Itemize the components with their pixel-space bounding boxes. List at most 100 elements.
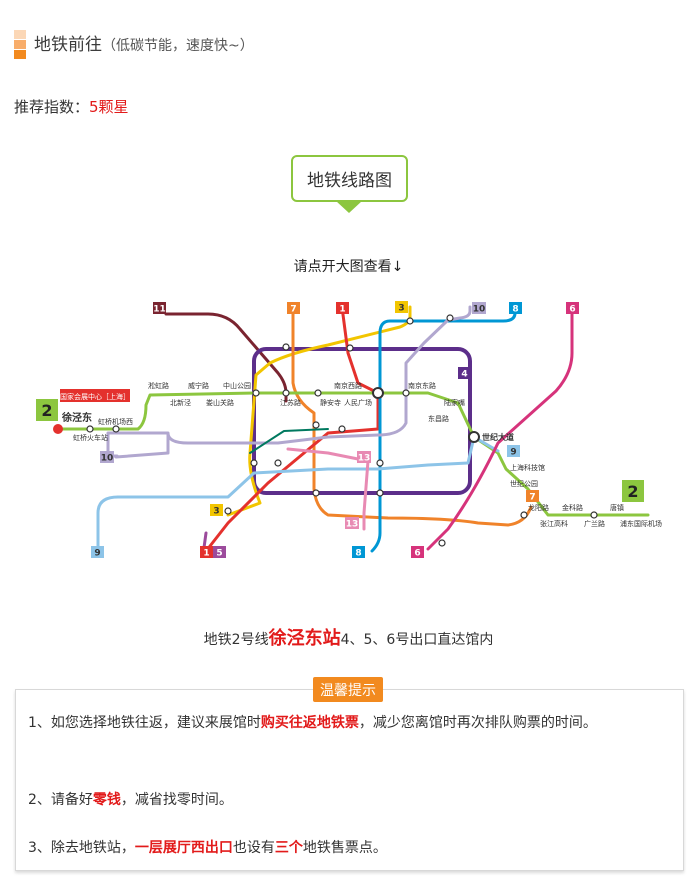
line-badge-label: 7 (529, 493, 535, 503)
line-badge (622, 480, 644, 502)
station-label-jiangsu: 江苏路 (280, 398, 301, 407)
line-badge-label: 10 (473, 305, 486, 315)
tip-2-highlight: 零钱 (92, 792, 121, 808)
station-label-songhong: 淞虹路 (148, 381, 169, 390)
station-marker (224, 507, 232, 515)
station-marker (406, 317, 414, 325)
station-label-beixinjing: 北新泾 (170, 398, 191, 407)
line-badge (395, 301, 408, 313)
station-label-zhongshan-park: 中山公园 (223, 381, 251, 390)
map-background (28, 293, 671, 585)
station-label-loushanguan: 娄山关路 (206, 398, 234, 407)
line-badge (336, 302, 349, 314)
section-title-sub: （低碳节能，速度快~） (102, 38, 254, 54)
map-hint: 请点开大图查看↓ (293, 259, 404, 275)
station-label-lujiazui: 陆家嘴 (444, 398, 465, 407)
metro-map-image[interactable]: 11 7 1 3 10 8 6 4 2 10 9 13 13 3 1 5 8 6 (28, 293, 671, 585)
station-marker (312, 421, 320, 429)
station-marker (112, 425, 120, 433)
rating-value: 5颗星 (89, 98, 129, 116)
station-label-hongqiao-t2: 虹桥机场西 (98, 417, 133, 426)
line-badge (566, 302, 579, 314)
station-marker (438, 539, 446, 547)
station-marker (252, 389, 260, 397)
station-marker (314, 389, 322, 397)
line-badge (213, 546, 226, 558)
line-badge-label: 2 (627, 482, 638, 501)
line-badge-label: 11 (153, 305, 166, 315)
line-2-path (56, 391, 650, 517)
tip-3-text-e: 地铁售票点。 (302, 840, 387, 856)
line-badge-label: 2 (41, 401, 52, 420)
line-12-path (249, 428, 329, 454)
line-badge-label: 6 (569, 305, 575, 315)
station-marker (312, 489, 320, 497)
tip-1-text-a: 1、如您选择地铁往返，建议来展馆时 (28, 715, 261, 731)
line-badge (287, 302, 300, 314)
line-1-path (201, 305, 380, 557)
tip-3-highlight-count: 三个 (274, 840, 303, 856)
tip-2-text-a: 2、请备好 (28, 792, 93, 808)
line-10-path (106, 305, 472, 459)
station-marker (468, 431, 480, 443)
station-label-jingan: 静安寺 (320, 398, 341, 407)
line-badge-label: 4 (461, 370, 467, 380)
exit-info-suffix: 4、5、6号出口直达馆内 (340, 632, 494, 648)
station-marker (446, 314, 454, 322)
station-marker (590, 511, 598, 519)
station-marker (282, 389, 290, 397)
line-6-path (426, 305, 574, 551)
recommendation-rating: 推荐指数：5颗星 (14, 96, 129, 117)
tip-item-3: 3、除去地铁站，一层展厅西出口也设有三个地铁售票点。 (28, 835, 668, 861)
station-marker (376, 459, 384, 467)
station-label-zhangjiang: 张江高科 (540, 519, 568, 528)
station-label-guanglan: 广兰路 (584, 519, 605, 528)
tip-3-text-a: 3、除去地铁站， (28, 840, 135, 856)
map-heading-label: 地铁线路图 (307, 171, 392, 191)
tip-3-highlight-location: 一层展厅西出口 (134, 840, 233, 856)
line-badge-label: 3 (398, 304, 404, 314)
station-label-weining: 威宁路 (188, 381, 209, 390)
station-marker (376, 489, 384, 497)
station-label-century-ave: 世纪大道 (482, 432, 514, 442)
station-label-longyang: 龙阳路 (528, 503, 549, 512)
station-marker (86, 425, 94, 433)
line-7-path (291, 305, 533, 527)
line-badge (509, 302, 522, 314)
station-label-sh-sci: 上海科技馆 (510, 463, 545, 472)
station-marker (346, 344, 354, 352)
tip-item-1: 1、如您选择地铁往返，建议来展馆时购买往返地铁票，减少您离馆时再次排队购票的时间… (28, 710, 668, 736)
line-badge-label: 8 (512, 305, 518, 315)
tip-1-highlight: 购买往返地铁票 (260, 715, 359, 731)
exhibition-center-label-box (60, 389, 130, 402)
line-badge-label: 1 (339, 305, 345, 315)
station-marker (282, 343, 290, 351)
line-9-path (96, 435, 500, 557)
line-badge (526, 490, 539, 502)
station-label-xujingdong: 徐泾东 (61, 411, 92, 424)
tips-tag: 温馨提示 (313, 677, 383, 702)
line-badge-label: 9 (94, 549, 100, 559)
station-label-century-park: 世纪公园 (510, 479, 538, 488)
station-label-hongqiao-station: 虹桥火车站 (73, 433, 108, 442)
station-label-peoples-square: 人民广场 (344, 398, 372, 407)
line-badge (458, 367, 471, 379)
station-marker (274, 459, 282, 467)
section-title-text: 地铁前往（低碳节能，速度快~） (34, 30, 254, 55)
line-badge (210, 504, 223, 516)
exit-info: 地铁2号线徐泾东站4、5、6号出口直达馆内 (0, 624, 697, 650)
line-badge-label: 7 (290, 305, 296, 315)
line-badge (411, 546, 424, 558)
exhibition-center-label: 国家会展中心［上海］ (60, 392, 130, 401)
line-4-path (252, 347, 472, 495)
tip-2-text-c: ，减省找零时间。 (120, 792, 233, 808)
station-marker (402, 389, 410, 397)
line-badge-label: 10 (101, 454, 114, 464)
line-badge (36, 399, 58, 421)
line-badge (100, 451, 114, 463)
exit-info-station: 徐泾东站 (268, 628, 341, 649)
station-label-nanjing-e: 南京东路 (408, 381, 436, 390)
line-badge (507, 445, 520, 457)
station-label-pudong-airport: 浦东国际机场 (620, 519, 662, 528)
tip-3-text-c: 也设有 (232, 840, 275, 856)
